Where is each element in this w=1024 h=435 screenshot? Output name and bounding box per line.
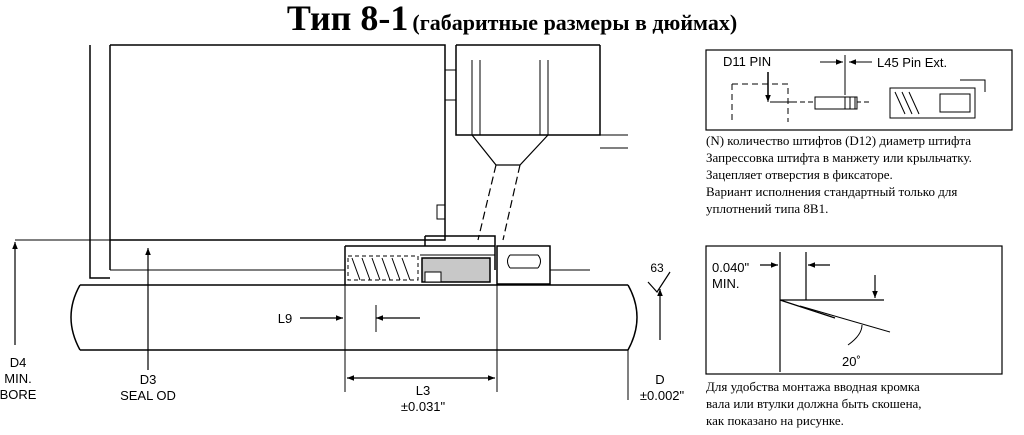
housing-left bbox=[89, 44, 446, 279]
pin-detail-seal bbox=[889, 87, 976, 119]
d4-label-line2: MIN. bbox=[4, 371, 31, 386]
mating-ring bbox=[496, 245, 551, 285]
pin bbox=[814, 96, 858, 110]
drain-passage bbox=[471, 60, 549, 135]
chamfer-line bbox=[779, 299, 836, 319]
pin-notes: (N) количество штифтов (D12) диаметр шти… bbox=[706, 132, 972, 217]
pin-note-line: Зацепляет отверстия в фиксаторе. bbox=[706, 167, 893, 182]
d4-label-line1: D4 bbox=[10, 355, 27, 370]
pin-detail-box: D11 PIN L45 Pin Ext. bbox=[705, 49, 1013, 131]
d3-label-line1: D3 bbox=[140, 372, 157, 387]
shaft bbox=[70, 284, 638, 351]
screw-head bbox=[436, 204, 446, 220]
main-section-view bbox=[15, 44, 638, 400]
d4-label-line3: BORE bbox=[0, 387, 37, 402]
l3-label-line1: L3 bbox=[416, 383, 430, 398]
pin-note-line: Запрессовка штифта в манжету или крыльча… bbox=[706, 150, 972, 165]
surface-finish-label: 63 bbox=[650, 261, 664, 275]
title-main: Тип 8-1 bbox=[286, 0, 409, 38]
pin-note-line: Вариант исполнения стандартный только дл… bbox=[706, 184, 958, 199]
d-label-line1: D bbox=[655, 372, 664, 387]
chamfer-notes: Для удобства монтажа вводная кромка вала… bbox=[706, 378, 922, 429]
angle-arc bbox=[847, 324, 863, 346]
l9-label: L9 bbox=[278, 311, 292, 326]
d11-label: D11 PIN bbox=[723, 54, 771, 69]
chamfer-note-line: вала или втулки должна быть скошена, bbox=[706, 396, 922, 411]
title-subtitle: (габаритные размеры в дюймах) bbox=[412, 10, 738, 35]
chamfer-note-line: Для удобства монтажа вводная кромка bbox=[706, 379, 920, 394]
d3-label-line2: SEAL OD bbox=[120, 388, 176, 403]
angle-label: 20˚ bbox=[842, 354, 861, 369]
chamfer-detail-box: 0.040" MIN. 20˚ bbox=[705, 245, 1003, 375]
spring-pack bbox=[347, 255, 419, 281]
pin-note-line: уплотнений типа 8B1. bbox=[706, 201, 829, 216]
min-chamfer-label-line1: 0.040" bbox=[712, 260, 750, 275]
retainer bbox=[344, 235, 496, 285]
l3-label-line2: ±0.031" bbox=[401, 399, 446, 414]
surface-finish-mark bbox=[647, 271, 671, 293]
housing-right bbox=[455, 44, 601, 136]
d-label-line2: ±0.002" bbox=[640, 388, 685, 403]
l45-label: L45 Pin Ext. bbox=[877, 55, 947, 70]
pin-note-line: (N) количество штифтов (D12) диаметр шти… bbox=[706, 133, 971, 148]
chamfer-note-line: как показано на рисунке. bbox=[706, 413, 844, 428]
page-title: Тип 8-1 (габаритные размеры в дюймах) bbox=[0, 0, 1024, 36]
min-chamfer-label-line2: MIN. bbox=[712, 276, 739, 291]
